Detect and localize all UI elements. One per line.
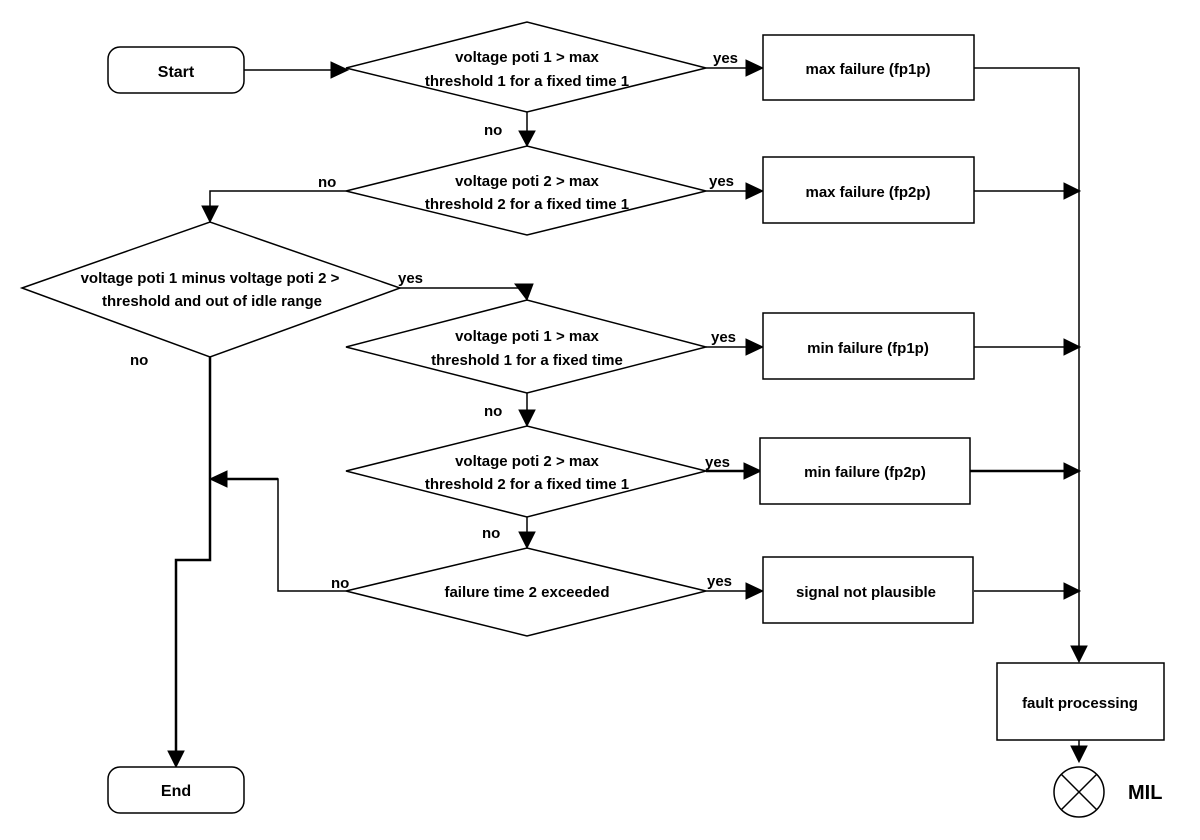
decision-1-line-2: threshold 1 for a fixed time 1 [425,73,629,90]
box-min-failure-fp1p: min failure (fp1p) [762,312,975,380]
decision-5-shape [345,425,707,518]
arrowhead [208,470,228,488]
arrowhead [745,338,765,356]
arrowhead [518,409,536,428]
decision-1-line-1: voltage poti 1 > max [455,49,599,66]
decision-2-line-1: voltage poti 2 > max [455,173,599,190]
edge-d3-no [174,357,212,755]
arrowhead [1070,645,1088,664]
arrowhead [514,283,534,302]
decision-3: voltage poti 1 minus voltage poti 2 > th… [19,221,403,358]
box-max-failure-fp2p: max failure (fp2p) [762,156,975,224]
box-signal-not-plausible: signal not plausible [762,556,974,624]
decision-3-shape [19,221,403,358]
edge-label-d3-no: no [130,352,148,369]
arrowhead [1063,462,1082,480]
arrowhead [745,582,765,600]
decision-4-line-2: threshold 1 for a fixed time [431,352,623,369]
arrowhead [167,750,185,769]
connectors [174,67,1080,755]
box-fault-processing-label: fault processing [1022,695,1138,712]
edge-label-d4-yes: yes [711,329,736,346]
box-min-failure-fp2p-shape [759,437,971,505]
end-shape [107,766,245,814]
decision-6-shape [345,547,707,637]
arrowhead [518,130,536,148]
box-fault-processing: fault processing [996,662,1165,741]
decision-5-line-1: voltage poti 2 > max [455,453,599,470]
decision-4-shape [345,299,709,394]
edge-label-d3-yes: yes [398,270,423,287]
edge-label-d6-yes: yes [707,573,732,590]
arrowhead [743,462,763,480]
arrowhead [745,59,765,77]
fault-bus [974,67,1080,650]
box-min-failure-fp1p-shape [762,312,975,380]
box-min-failure-fp1p-label: min failure (fp1p) [807,340,929,357]
arrowhead [1063,182,1082,200]
box-signal-not-plausible-shape [762,556,974,624]
decision-6: failure time 2 exceeded [345,547,707,637]
edge-label-d2-yes: yes [709,173,734,190]
box-max-failure-fp2p-label: max failure (fp2p) [805,184,930,201]
edge-label-d6-no: no [331,575,349,592]
edge-label-d2-no: no [318,174,336,191]
arrowheads [167,59,1088,769]
decision-2-line-2: threshold 2 for a fixed time 1 [425,196,629,213]
decision-5: voltage poti 2 > max threshold 2 for a f… [345,425,707,518]
decision-2: voltage poti 2 > max threshold 2 for a f… [345,145,707,236]
box-max-failure-fp1p: max failure (fp1p) [762,34,975,101]
start-shape [107,46,245,94]
arrowhead [1063,582,1082,600]
decision-4-line-1: voltage poti 1 > max [455,328,599,345]
decision-1-shape [345,21,707,113]
start-label: Start [158,64,195,81]
edge-label-d5-no: no [482,525,500,542]
box-min-failure-fp2p: min failure (fp2p) [759,437,971,505]
arrowhead [201,205,219,224]
decision-1: voltage poti 1 > max threshold 1 for a f… [345,21,707,113]
box-max-failure-fp1p-shape [762,34,975,101]
arrowhead [745,182,765,200]
edge-labels: yes no yes no yes no yes no yes no yes n… [130,50,738,592]
edge-label-d1-no: no [484,122,502,139]
decision-2-shape [345,145,707,236]
arrowhead [518,531,536,550]
edge-d6-no [226,478,346,592]
decision-4: voltage poti 1 > max threshold 1 for a f… [345,299,709,394]
decision-3-line-2: threshold and out of idle range [102,293,322,310]
arrowhead [1070,745,1088,764]
box-max-failure-fp2p-shape [762,156,975,224]
decision-3-line-1: voltage poti 1 minus voltage poti 2 > [81,270,340,287]
mil-lamp: MIL [1053,766,1162,818]
arrowhead [330,61,350,79]
decision-6-label: failure time 2 exceeded [444,584,609,601]
edge-label-d5-yes: yes [705,454,730,471]
end-terminal: End [107,766,245,814]
mil-label: MIL [1128,782,1162,804]
edge-label-d4-no: no [484,403,502,420]
box-signal-not-plausible-label: signal not plausible [796,584,936,601]
end-label: End [161,783,191,800]
box-max-failure-fp1p-label: max failure (fp1p) [805,61,930,78]
arrowhead [1063,338,1082,356]
mil-lamp-cross-b [1060,773,1098,811]
decision-5-line-2: threshold 2 for a fixed time 1 [425,476,629,493]
edge-d2-no [209,190,346,210]
box-fault-processing-shape [996,662,1165,741]
start-terminal: Start [107,46,245,94]
edge-label-d1-yes: yes [713,50,738,67]
box-min-failure-fp2p-label: min failure (fp2p) [804,464,926,481]
